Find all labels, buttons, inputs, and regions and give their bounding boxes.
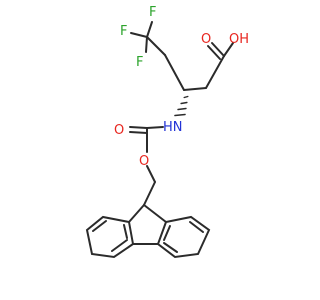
bond-carbamate-c-o-b <box>129 131 148 134</box>
bond-cf-lower <box>145 36 148 53</box>
carbamate-oxygen-label: O <box>114 123 124 138</box>
amine-label: HN <box>163 120 183 135</box>
left-ring-double-2 <box>92 220 107 232</box>
fluorine-label-lower: F <box>136 55 143 70</box>
hydroxyl-label: OH <box>229 32 249 47</box>
bond-n-carbonyl-c <box>146 126 164 129</box>
hashed-wedge-bond <box>174 95 189 117</box>
bond-cf-top <box>146 21 153 38</box>
fluorine-label-left: F <box>120 24 127 39</box>
fluorene-right-ring <box>156 215 211 259</box>
bond-c9-right <box>143 204 167 223</box>
carbonyl-oxygen-label: O <box>201 32 211 47</box>
right-ring-double-3 <box>163 225 171 241</box>
bond-ch2-c9 <box>143 181 156 206</box>
fluorine-label-top: F <box>149 5 156 20</box>
ester-oxygen-label: O <box>139 154 149 169</box>
right-ring-double-1 <box>163 242 178 253</box>
bond-c1-hydroxyl <box>223 42 234 57</box>
bond-c3-c2 <box>183 87 207 91</box>
bond-cf-left <box>130 32 148 38</box>
left-ring-double-1 <box>111 239 128 252</box>
bond-c2-c1 <box>205 55 225 89</box>
bond-carbamate-c-o-a <box>129 126 148 129</box>
molecule-structure-diagram: F F F O OH HN O O <box>85 5 249 259</box>
left-ring-double-3 <box>123 224 128 239</box>
bond-c1-carbonyl-o-b <box>207 45 221 60</box>
bond-cf3-to-chain <box>146 36 166 56</box>
right-ring-double-2 <box>189 221 204 233</box>
bond-c1-carbonyl-o-a <box>211 42 225 57</box>
fluorene-left-ring <box>85 215 135 259</box>
bond-c9-left <box>128 204 145 223</box>
bond-c4-c3 <box>164 54 185 91</box>
bond-ester-o-ch2 <box>146 165 156 183</box>
